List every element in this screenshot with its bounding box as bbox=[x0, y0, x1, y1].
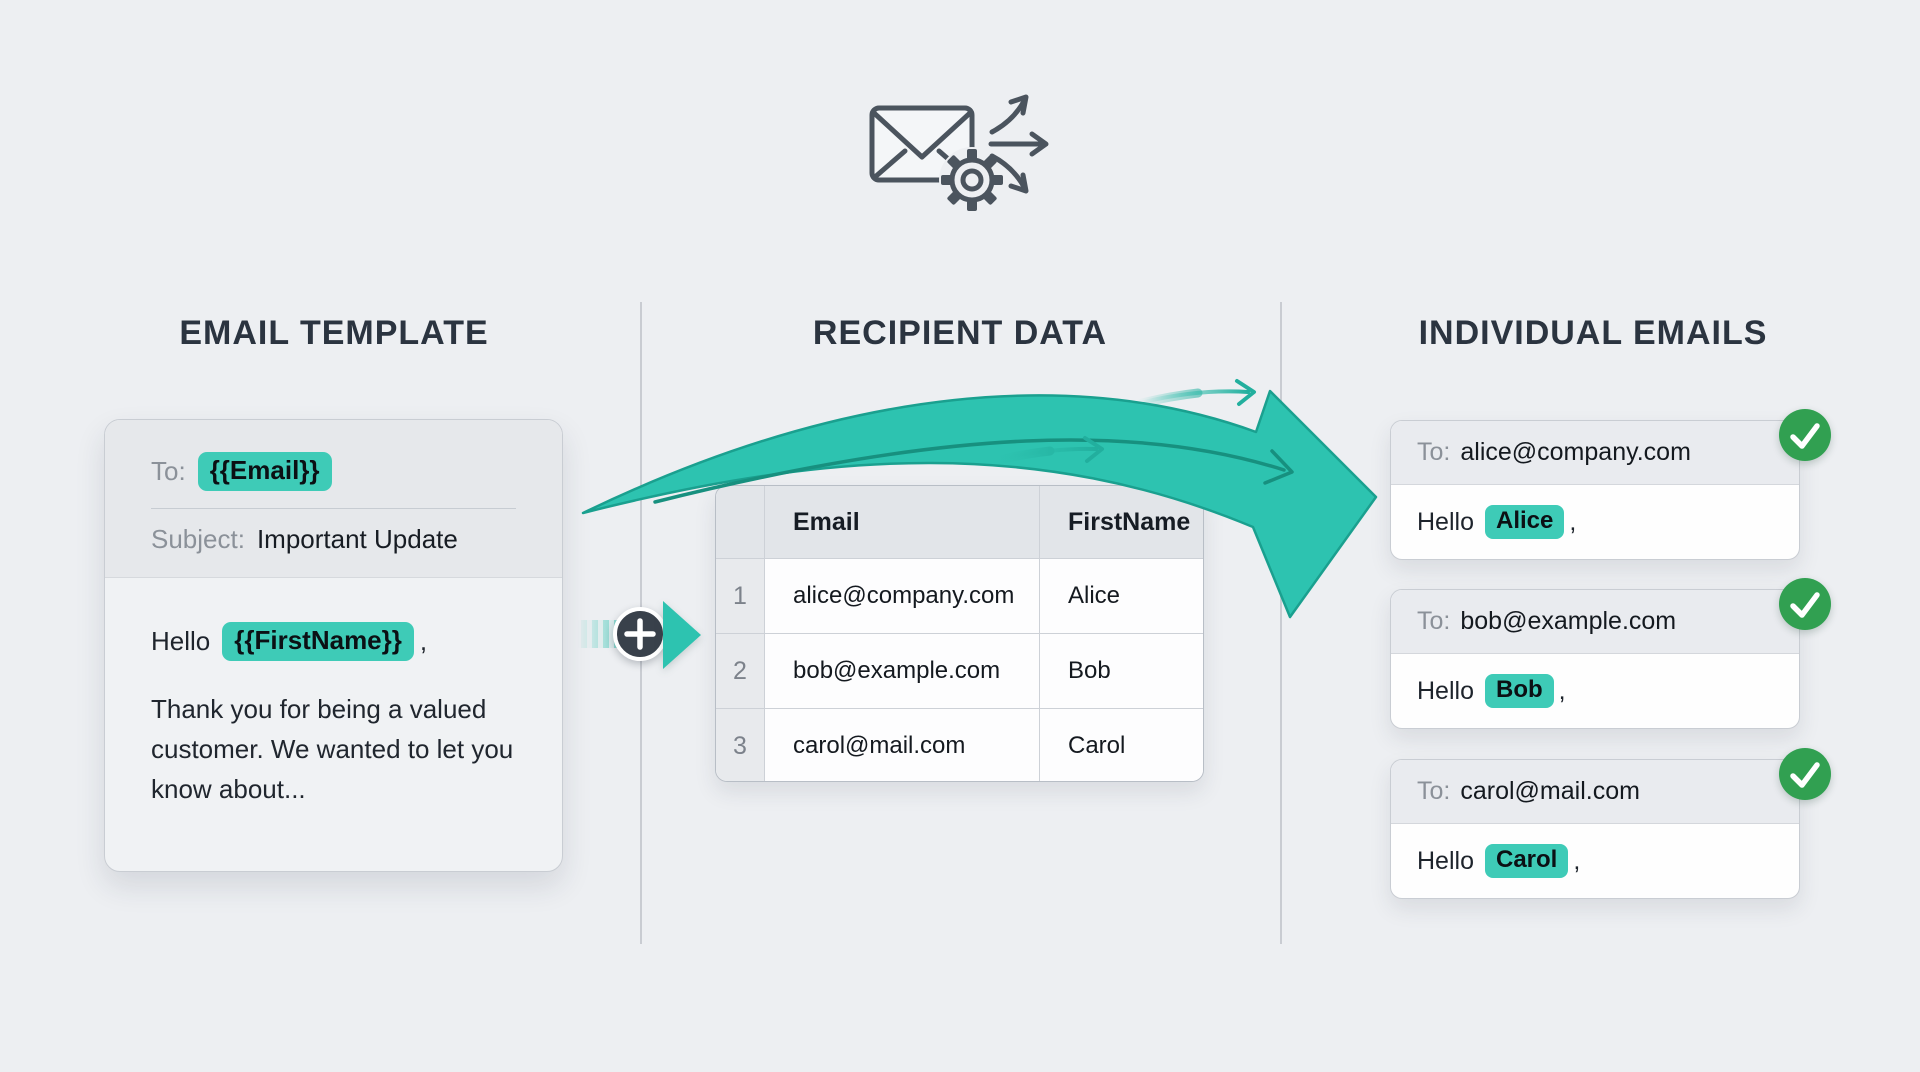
email-card-header: To: bob@example.com bbox=[1391, 590, 1799, 654]
template-body-text: Thank you for being a valued customer. W… bbox=[151, 693, 514, 805]
firstname-cell: Bob bbox=[1039, 634, 1203, 708]
column-divider-right bbox=[1280, 302, 1282, 944]
mail-merge-icon bbox=[855, 78, 1065, 218]
heading-recipient-data: RECIPIENT DATA bbox=[812, 314, 1108, 352]
table-header-row: Email FirstName bbox=[716, 486, 1203, 558]
row-number: 3 bbox=[716, 709, 764, 781]
email-cell: bob@example.com bbox=[764, 634, 1039, 708]
to-label: To: bbox=[1417, 777, 1451, 805]
check-icon bbox=[1779, 578, 1831, 630]
individual-email-card: To: carol@mail.com Hello Carol , bbox=[1390, 748, 1831, 899]
table-row: 2 bob@example.com Bob bbox=[716, 633, 1203, 708]
speed-arrow-upper bbox=[1133, 379, 1256, 409]
recipient-table: Email FirstName 1 alice@company.com Alic… bbox=[715, 485, 1204, 782]
to-label: To: bbox=[1417, 607, 1451, 635]
individual-email-card: To: alice@company.com Hello Alice , bbox=[1390, 409, 1831, 560]
template-card-body: Hello {{FirstName}} , Thank you for bein… bbox=[105, 622, 562, 809]
greeting-prefix: Hello bbox=[1417, 846, 1474, 875]
row-number: 1 bbox=[716, 559, 764, 633]
email-cell: alice@company.com bbox=[764, 559, 1039, 633]
merged-name-chip: Bob bbox=[1484, 673, 1554, 709]
email-template-card: To: {{Email}} Subject: Important Update … bbox=[104, 419, 563, 872]
speed-arrow-lower bbox=[985, 436, 1104, 467]
to-address: alice@company.com bbox=[1460, 438, 1691, 466]
subject-label: Subject: bbox=[151, 523, 245, 554]
check-icon bbox=[1779, 748, 1831, 800]
email-card-body: Hello Bob , bbox=[1391, 654, 1799, 728]
heading-email-template: EMAIL TEMPLATE bbox=[179, 314, 489, 352]
heading-individual-emails: INDIVIDUAL EMAILS bbox=[1418, 314, 1768, 352]
check-icon bbox=[1779, 409, 1831, 461]
to-label: To: bbox=[151, 455, 186, 486]
to-address: carol@mail.com bbox=[1460, 777, 1640, 805]
greeting-suffix: , bbox=[419, 625, 428, 656]
greeting-prefix: Hello bbox=[1417, 507, 1474, 536]
template-card-header: To: {{Email}} Subject: Important Update bbox=[105, 420, 562, 578]
email-cell: carol@mail.com bbox=[764, 709, 1039, 781]
merge-arrowhead-icon bbox=[663, 601, 701, 669]
greeting-suffix: , bbox=[1569, 507, 1577, 536]
merged-name-chip: Carol bbox=[1484, 843, 1569, 879]
greeting-prefix: Hello bbox=[151, 625, 211, 656]
individual-email-card: To: bob@example.com Hello Bob , bbox=[1390, 578, 1831, 729]
email-column-header: Email bbox=[764, 486, 1039, 558]
email-card-header: To: carol@mail.com bbox=[1391, 760, 1799, 824]
to-address: bob@example.com bbox=[1460, 607, 1677, 635]
email-card-header: To: alice@company.com bbox=[1391, 421, 1799, 485]
plus-icon bbox=[613, 607, 667, 661]
email-card-body: Hello Alice , bbox=[1391, 485, 1799, 559]
row-number: 2 bbox=[716, 634, 764, 708]
gear-icon bbox=[939, 147, 1005, 213]
email-variable-chip: {{Email}} bbox=[197, 452, 332, 491]
greeting-prefix: Hello bbox=[1417, 676, 1474, 705]
table-row: 3 carol@mail.com Carol bbox=[716, 708, 1203, 781]
template-header-divider bbox=[151, 507, 516, 509]
greeting-suffix: , bbox=[1558, 676, 1566, 705]
firstname-cell: Carol bbox=[1039, 709, 1203, 781]
greeting-suffix: , bbox=[1573, 846, 1581, 875]
email-card-body: Hello Carol , bbox=[1391, 824, 1799, 898]
mail-merge-icon-svg bbox=[869, 94, 1049, 213]
to-label: To: bbox=[1417, 438, 1451, 466]
merged-name-chip: Alice bbox=[1484, 504, 1565, 540]
firstname-variable-chip: {{FirstName}} bbox=[222, 622, 414, 661]
subject-value: Important Update bbox=[256, 523, 458, 554]
firstname-cell: Alice bbox=[1039, 559, 1203, 633]
firstname-column-header: FirstName bbox=[1039, 486, 1203, 558]
fan-out-arrows-icon bbox=[988, 94, 1049, 194]
row-number-header bbox=[716, 486, 764, 558]
table-row: 1 alice@company.com Alice bbox=[716, 558, 1203, 633]
